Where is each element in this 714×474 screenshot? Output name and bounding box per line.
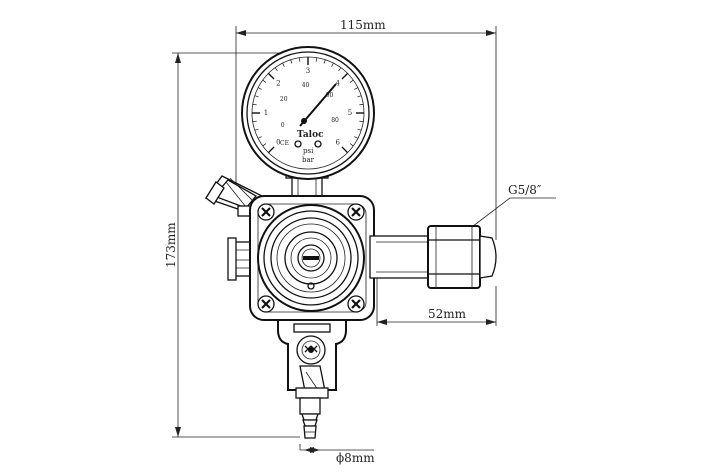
gauge-tick xyxy=(262,143,267,147)
gauge-tick xyxy=(349,79,354,83)
gauge-tick xyxy=(298,57,301,62)
regulator-body xyxy=(249,195,375,321)
gauge-brand: Taloc xyxy=(297,130,324,140)
screw-cross xyxy=(351,207,361,217)
screw-cross xyxy=(261,299,271,309)
gauge-tick xyxy=(359,103,364,106)
hose-diameter-label: ϕ8mm xyxy=(336,451,375,465)
gauge-psi-label: 0 xyxy=(281,122,285,129)
gauge-tick xyxy=(315,57,318,62)
gauge-tick xyxy=(254,128,259,131)
gauge-tick xyxy=(331,62,334,67)
body-screws xyxy=(257,203,365,313)
gauge-psi-label: 80 xyxy=(331,117,339,124)
thread-size-label: G5/8″ xyxy=(508,183,542,197)
gauge-tick xyxy=(290,59,293,64)
gauge-tick xyxy=(349,143,354,147)
gauge-tick xyxy=(341,72,349,80)
dimension-lines: 115mm 173mm 52mm G5/8″ ϕ8mm xyxy=(164,18,556,465)
gauge-bar-label: 0 xyxy=(276,139,280,147)
gauge-unit-psi: psi xyxy=(303,147,314,155)
gauge-tick xyxy=(267,146,275,154)
shutoff-valve xyxy=(277,319,347,399)
gauge-tick xyxy=(252,120,257,123)
gauge-tick xyxy=(338,67,342,72)
height-dimension-label: 173mm xyxy=(164,222,178,268)
gauge-tick xyxy=(354,87,359,90)
gauge-tick xyxy=(254,95,259,98)
gauge-psi-label: 40 xyxy=(302,82,310,89)
gauge-bar-label: 5 xyxy=(348,109,352,117)
screw-cross xyxy=(351,299,361,309)
hose-barb xyxy=(299,397,321,439)
gauge-bar-label: 4 xyxy=(335,79,340,87)
outlet-length-label: 52mm xyxy=(428,307,467,321)
gauge-tick xyxy=(282,62,285,67)
gauge-tick xyxy=(252,103,257,106)
adjustment-screw-slot xyxy=(303,256,319,260)
width-dimension-label: 115mm xyxy=(340,18,386,32)
outlet-connector xyxy=(369,225,497,289)
gauge-tick xyxy=(257,87,262,90)
gauge-ce-mark: CE xyxy=(280,140,289,147)
gauge-bar-label: 3 xyxy=(306,67,310,75)
gauge-tick xyxy=(357,95,362,98)
gauge-tick xyxy=(274,67,278,72)
gauge-psi-label: 20 xyxy=(280,96,288,103)
gauge-tick xyxy=(357,128,362,131)
gauge-psi-label: 60 xyxy=(326,92,334,99)
gauge-tick xyxy=(262,79,267,83)
gauge-tick xyxy=(359,120,364,123)
gauge-tick xyxy=(341,146,349,154)
gauge-tick xyxy=(257,136,262,139)
screw-cross xyxy=(261,207,271,217)
gauge-bar-label: 1 xyxy=(264,109,268,117)
gauge-bar-label: 6 xyxy=(335,139,340,147)
gauge-unit-bar: bar xyxy=(302,156,315,164)
gauge-bar-label: 2 xyxy=(276,79,280,87)
gauge-tick xyxy=(323,59,326,64)
gauge-ticks xyxy=(252,57,364,154)
gauge-tick xyxy=(267,72,275,80)
side-port-nut xyxy=(227,237,253,281)
gauge-tick xyxy=(354,136,359,139)
